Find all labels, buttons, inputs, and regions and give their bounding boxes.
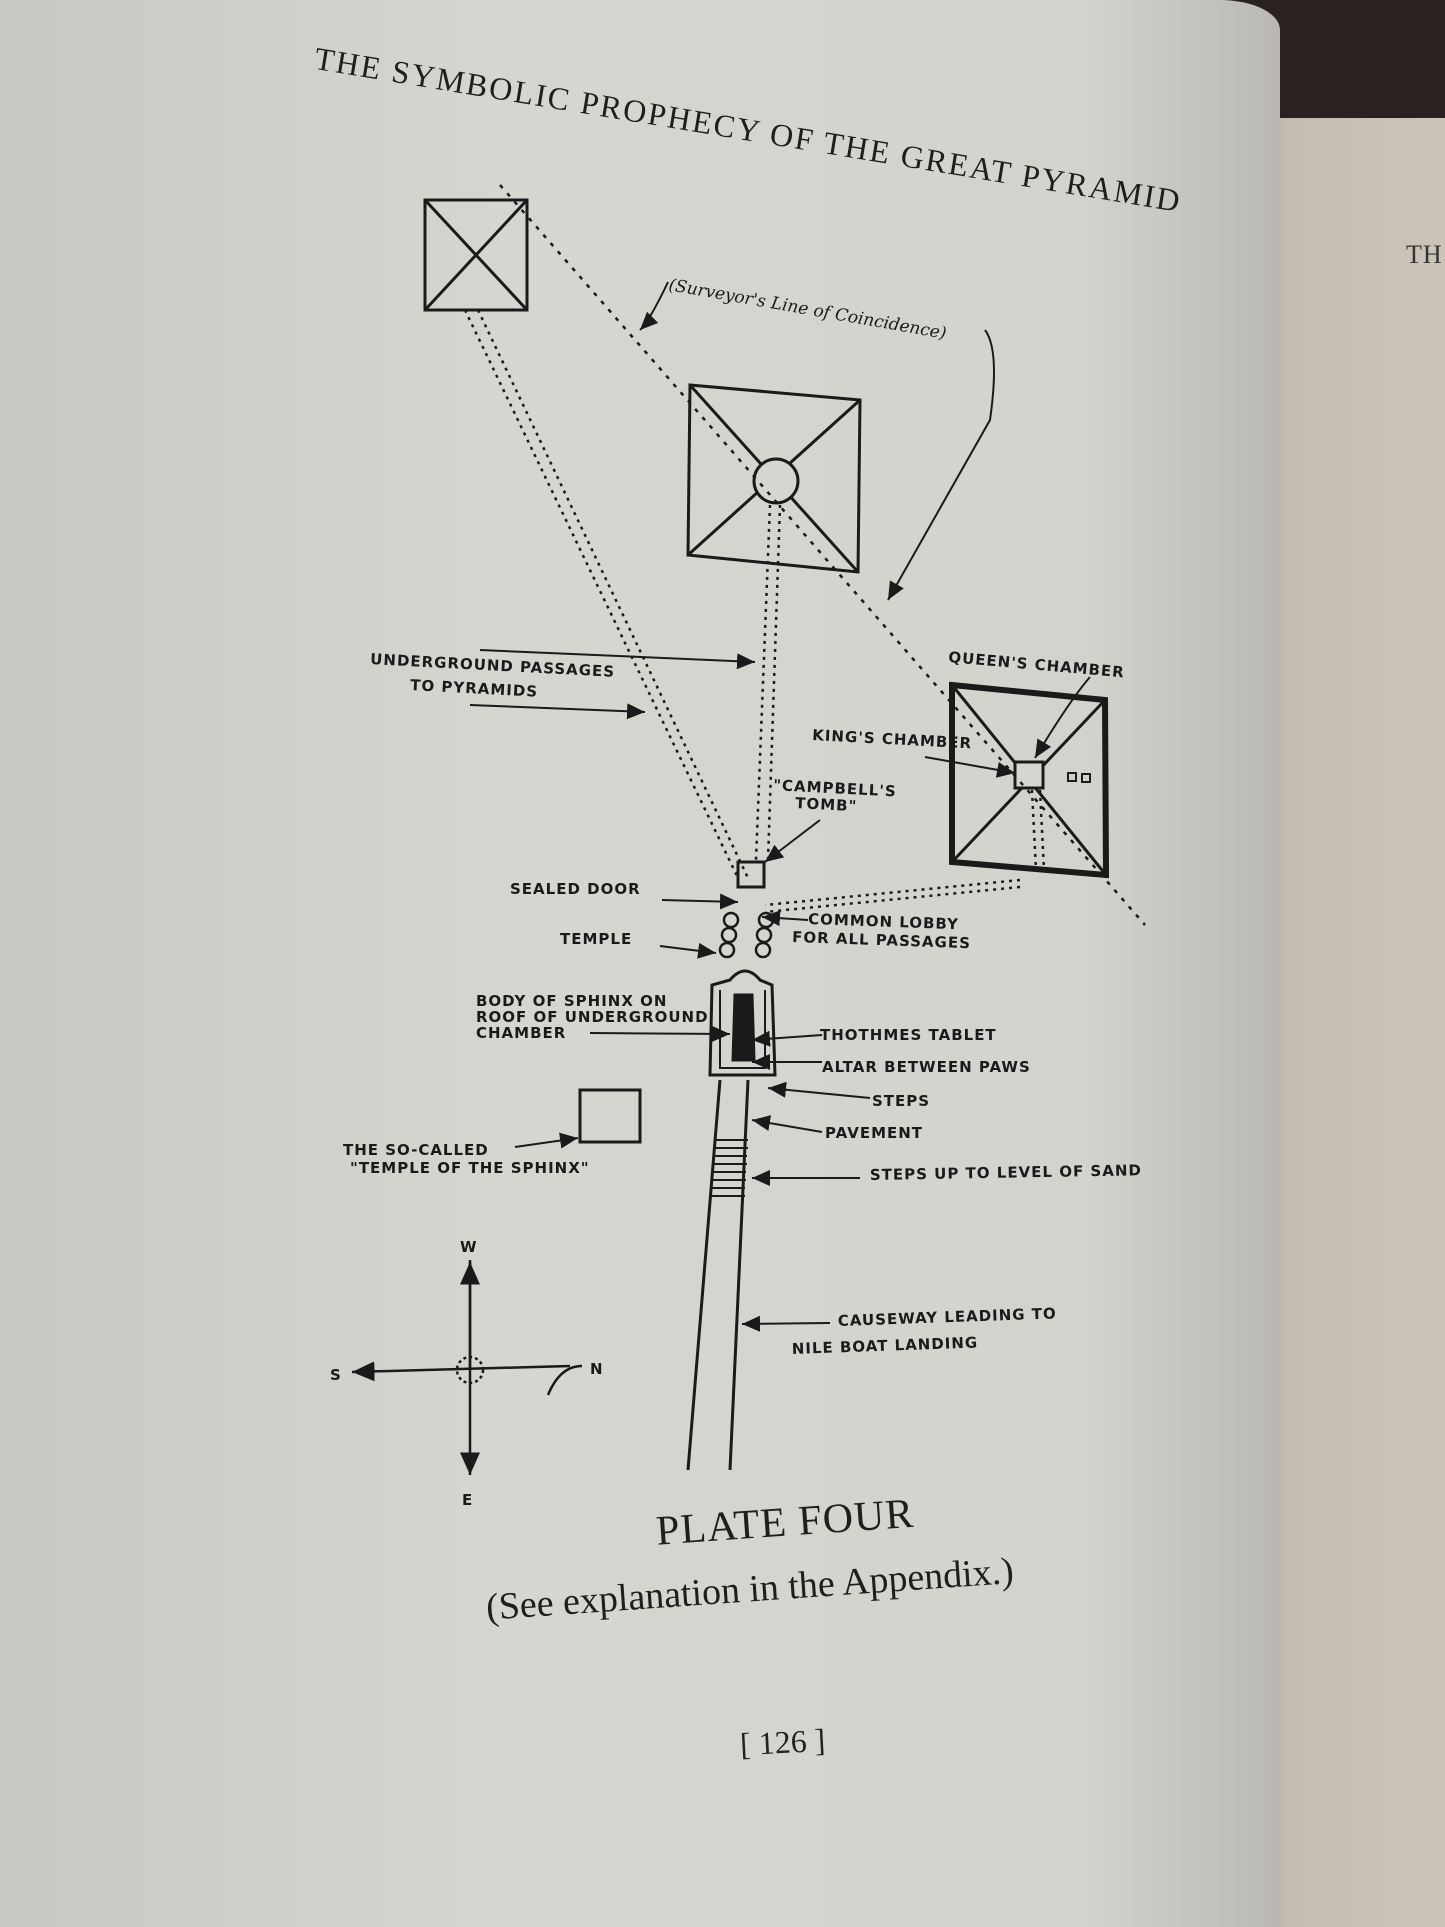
- passages: [463, 309, 1046, 914]
- to-pyramids-label: TO PYRAMIDS: [410, 676, 539, 701]
- sphinx-body-label-3: CHAMBER: [476, 1024, 566, 1042]
- thothmes-tablet-label: THOTHMES TABLET: [820, 1026, 997, 1044]
- compass: [351, 1260, 583, 1475]
- steps-label: STEPS: [872, 1092, 930, 1110]
- so-called-label-2: "TEMPLE OF THE SPHINX": [350, 1159, 590, 1177]
- chamber-mark: [1067, 772, 1077, 782]
- third-pyramid: [423, 198, 529, 312]
- compass-w-label: W: [460, 1238, 478, 1256]
- so-called-label-1: THE SO-CALLED: [343, 1141, 489, 1159]
- chamber-mark: [1081, 773, 1091, 783]
- page-number: [ 126 ]: [739, 1721, 827, 1763]
- sphinx-body: [731, 993, 756, 1062]
- altar-label: ALTAR BETWEEN PAWS: [822, 1058, 1031, 1076]
- causeway-right: [728, 1079, 750, 1471]
- sphinx-body-label-2: ROOF OF UNDERGROUND: [476, 1008, 709, 1026]
- pointer-arrows: [469, 281, 1091, 1332]
- sphinx-enclosure: [708, 969, 777, 1077]
- sphinx-body-label-1: BODY OF SPHINX ON: [476, 992, 667, 1010]
- queens-chamber-label: QUEEN'S CHAMBER: [948, 648, 1126, 681]
- causeway-label-2: NILE BOAT LANDING: [792, 1334, 979, 1358]
- causeway-left: [686, 1079, 722, 1471]
- common-lobby-label-1: COMMON LOBBY: [808, 910, 959, 933]
- compass-n-label: N: [590, 1360, 604, 1378]
- kings-chamber-box: [1013, 760, 1045, 790]
- causeway-label-1: CAUSEWAY LEADING TO: [838, 1304, 1058, 1330]
- temple-of-sphinx-box: [578, 1088, 642, 1144]
- sealed-door-label: SEALED DOOR: [510, 880, 641, 898]
- temple-label: TEMPLE: [560, 930, 632, 948]
- stairs: [711, 1139, 748, 1197]
- right-page-header-fragment: TH: [1406, 240, 1443, 269]
- steps-up-label: STEPS UP TO LEVEL OF SAND: [870, 1161, 1142, 1184]
- kings-chamber-label: KING'S CHAMBER: [812, 726, 973, 752]
- campbells-tomb-box: [736, 860, 766, 889]
- compass-e-label: E: [462, 1491, 473, 1509]
- compass-s-label: S: [330, 1366, 342, 1384]
- temple-chain: [718, 911, 775, 959]
- surveyor-line-label: (Surveyor's Line of Coincidence): [667, 275, 948, 344]
- pavement-label: PAVEMENT: [825, 1124, 923, 1142]
- campbells-tomb-label-2: TOMB": [795, 794, 858, 815]
- second-pyramid-chamber: [752, 457, 800, 505]
- surveyor-line: [499, 184, 1146, 926]
